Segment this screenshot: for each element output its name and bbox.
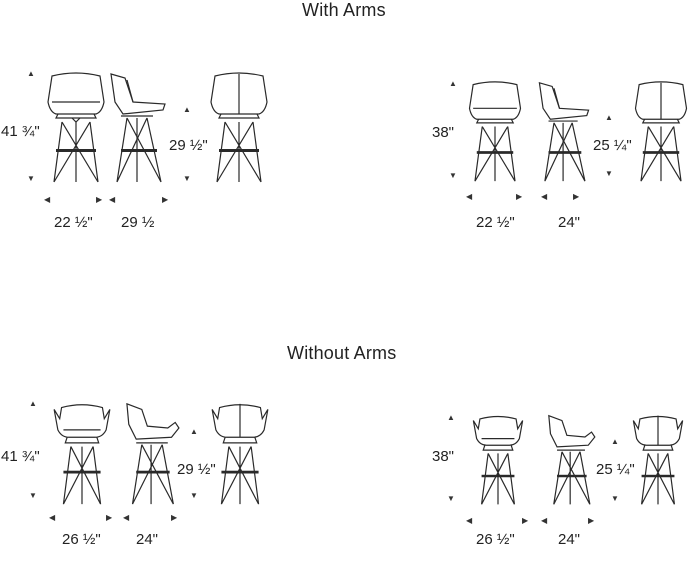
arrow-down-icon: ▼ <box>183 174 191 183</box>
width-label: 26 ½" <box>476 531 515 548</box>
without-arms-heading: Without Arms <box>287 343 397 363</box>
chair-side-view <box>535 81 593 183</box>
arrow-right-icon: ▶ <box>573 192 580 201</box>
arrow-right-icon: ▶ <box>522 516 529 525</box>
seat-height-label: 29 ½" <box>169 137 208 154</box>
chair-front-view <box>467 414 529 506</box>
arrow-left-icon: ◀ <box>44 195 51 204</box>
chair-back-view <box>209 72 269 184</box>
arrow-up-icon: ▲ <box>449 79 457 88</box>
arrow-right-icon: ▶ <box>516 192 523 201</box>
width-label: 26 ½" <box>62 531 101 548</box>
chair-front-view <box>50 402 114 506</box>
arrow-right-icon: ▶ <box>162 195 169 204</box>
arrow-left-icon: ◀ <box>123 513 130 522</box>
arrow-down-icon: ▼ <box>190 491 198 500</box>
arrow-left-icon: ◀ <box>49 513 56 522</box>
arrow-up-icon: ▲ <box>27 69 35 78</box>
arrow-up-icon: ▲ <box>447 413 455 422</box>
arrow-down-icon: ▼ <box>27 174 35 183</box>
arrow-down-icon: ▼ <box>605 169 613 178</box>
depth-label: 24" <box>558 531 581 548</box>
arrow-right-icon: ▶ <box>171 513 178 522</box>
width-label: 22 ½" <box>54 214 93 231</box>
arrow-up-icon: ▲ <box>611 437 619 446</box>
seat-height-label: 25 ¼" <box>596 461 635 478</box>
overall-height-label: 38" <box>432 448 455 465</box>
arrow-right-icon: ▶ <box>96 195 103 204</box>
arrow-down-icon: ▼ <box>447 494 455 503</box>
arrow-right-icon: ▶ <box>106 513 113 522</box>
arrow-down-icon: ▼ <box>611 494 619 503</box>
chair-back-view <box>208 402 272 506</box>
chair-side-view <box>107 72 169 184</box>
arrow-down-icon: ▼ <box>449 171 457 180</box>
depth-label: 24" <box>136 531 159 548</box>
overall-height-label: 41 ¾" <box>1 448 40 465</box>
overall-height-label: 41 ¾" <box>1 123 40 140</box>
arrow-left-icon: ◀ <box>466 516 473 525</box>
arrow-up-icon: ▲ <box>29 399 37 408</box>
chair-side-view <box>121 402 183 506</box>
arrow-down-icon: ▼ <box>29 491 37 500</box>
arrow-left-icon: ◀ <box>541 516 548 525</box>
arrow-left-icon: ◀ <box>541 192 548 201</box>
arrow-left-icon: ◀ <box>466 192 473 201</box>
arrow-up-icon: ▲ <box>190 427 198 436</box>
arrow-up-icon: ▲ <box>183 105 191 114</box>
chair-front-view <box>46 72 106 184</box>
arrow-left-icon: ◀ <box>109 195 116 204</box>
chair-back-view <box>627 414 689 506</box>
arrow-up-icon: ▲ <box>605 113 613 122</box>
depth-label: 24" <box>558 214 581 231</box>
chair-side-view <box>541 414 601 506</box>
chair-back-view <box>633 81 689 183</box>
chair-front-view <box>467 81 523 183</box>
overall-height-label: 38" <box>432 124 455 141</box>
arrow-right-icon: ▶ <box>588 516 595 525</box>
seat-height-label: 25 ¼" <box>593 137 632 154</box>
with-arms-heading: With Arms <box>302 0 386 20</box>
seat-height-label: 29 ½" <box>177 461 216 478</box>
width-label: 22 ½" <box>476 214 515 231</box>
depth-label: 29 ½ <box>121 214 155 231</box>
